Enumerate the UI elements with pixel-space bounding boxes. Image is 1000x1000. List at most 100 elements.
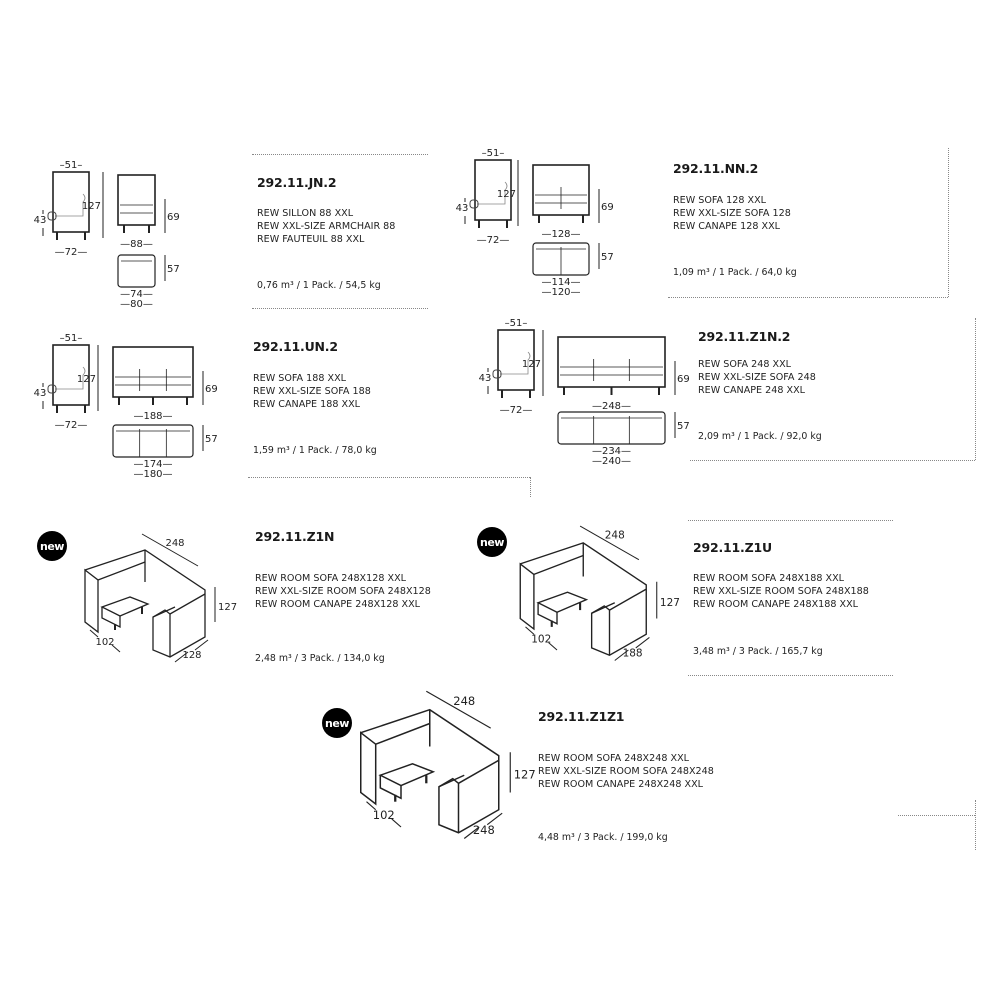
new-badge: new	[37, 531, 67, 561]
room-sofa-outline	[520, 542, 647, 657]
drawing-line	[635, 636, 650, 649]
dimension-label: —114—	[541, 277, 580, 288]
room-sofa-outline	[458, 759, 500, 784]
description-fr: REW CANAPE 248 XXL	[698, 385, 806, 396]
room-sofa-outline	[360, 708, 500, 834]
dimension-label: —174—	[133, 459, 172, 470]
dimension-label: —120—	[541, 287, 580, 298]
description-fr: REW CANAPE 128 XXL	[673, 221, 781, 232]
description-fr: REW ROOM CANAPE 248X128 XXL	[255, 599, 420, 610]
side-seat	[477, 181, 508, 205]
room-sofa-outline	[379, 775, 402, 800]
product-shipping-info: 4,48 m³ / 3 Pack. / 199,0 kg	[538, 832, 668, 843]
side-seat	[500, 351, 531, 375]
drawing-line	[579, 525, 640, 561]
description-en: REW XXL-SIZE ARMCHAIR 88	[257, 221, 396, 232]
dimension-label: –51–	[482, 148, 505, 159]
room-sofa-outline	[591, 605, 611, 656]
front-view	[112, 346, 194, 398]
dimension-label: 248	[165, 538, 184, 549]
product-shipping-info: 3,48 m³ / 3 Pack. / 165,7 kg	[693, 646, 823, 657]
dotted-divider	[948, 148, 949, 297]
dotted-divider	[252, 308, 428, 309]
drawing-line	[366, 801, 377, 811]
dotted-divider	[975, 800, 976, 850]
dimension-label: 248	[605, 530, 625, 542]
product-shipping-info: 1,09 m³ / 1 Pack. / 64,0 kg	[673, 267, 797, 278]
description-fr: REW FAUTEUIL 88 XXL	[257, 234, 365, 245]
dotted-divider	[248, 477, 530, 478]
dimension-label: 102	[531, 634, 551, 646]
drawing-line	[614, 649, 629, 661]
dimension-label: —72—	[500, 405, 533, 416]
dimension-label: 188	[623, 647, 643, 659]
description-en: REW XXL-SIZE ROOM SOFA 248X128	[255, 586, 431, 597]
dotted-divider	[898, 815, 975, 816]
armrest	[492, 369, 502, 379]
dimension-label: 102	[95, 637, 114, 648]
drawing-line	[426, 690, 491, 729]
dimension-label: —72—	[55, 420, 88, 431]
drawing-line	[194, 639, 209, 651]
description-es: REW SOFA 188 XXL	[253, 373, 347, 384]
description-fr: REW ROOM CANAPE 248X248 XXL	[538, 779, 703, 790]
product-code: 292.11.Z1N.2	[698, 329, 791, 344]
dimension-label: 69	[167, 212, 180, 223]
description-es: REW SOFA 128 XXL	[673, 195, 767, 206]
top-view	[117, 254, 156, 288]
drawing-line	[141, 533, 199, 567]
dimension-label: —234—	[592, 446, 631, 457]
room-sofa-outline	[438, 777, 460, 833]
room-sofa-outline	[100, 596, 150, 617]
dimension-label: 127	[514, 768, 536, 782]
dimension-label: 57	[601, 252, 614, 263]
room-sofa-outline	[375, 722, 431, 745]
description-en: REW XXL-SIZE SOFA 128	[673, 208, 791, 219]
dimension-label: 127	[522, 359, 541, 370]
product-description: REW ROOM SOFA 248X188 XXL REW XXL-SIZE R…	[693, 572, 869, 611]
dimension-label: —248—	[592, 401, 631, 412]
drawing-line	[89, 629, 99, 638]
dimension-label: 57	[677, 421, 690, 432]
dotted-divider	[530, 477, 531, 497]
top-view	[112, 424, 194, 458]
dimension-label: —72—	[477, 235, 510, 246]
dimension-label: —80—	[120, 299, 153, 310]
drawing-line	[174, 651, 189, 663]
description-fr: REW ROOM CANAPE 248X188 XXL	[693, 599, 858, 610]
dimension-label: 102	[373, 808, 395, 822]
dimension-label: –51–	[60, 333, 83, 344]
description-es: REW ROOM SOFA 248X128 XXL	[255, 573, 406, 584]
dimension-label: —88—	[120, 239, 153, 250]
dotted-divider	[975, 318, 976, 460]
dimension-label: —74—	[120, 289, 153, 300]
room-sofa-outline	[519, 562, 535, 631]
description-fr: REW CANAPE 188 XXL	[253, 399, 361, 410]
dimension-label: –51–	[505, 318, 528, 329]
dimension-label: 43	[456, 203, 469, 214]
description-es: REW SILLON 88 XXL	[257, 208, 354, 219]
dimension-label: —72—	[55, 247, 88, 258]
dimension-label: —188—	[133, 411, 172, 422]
room-sofa-outline	[378, 762, 436, 787]
product-description: REW SOFA 188 XXL REW XXL-SIZE SOFA 188 R…	[253, 372, 371, 411]
new-badge: new	[322, 708, 352, 738]
dimension-label: 43	[34, 388, 47, 399]
room-sofa-outline	[97, 561, 146, 581]
description-en: REW XXL-SIZE SOFA 248	[698, 372, 816, 383]
dimension-label: 69	[601, 202, 614, 213]
product-code: 292.11.UN.2	[253, 339, 338, 354]
description-es: REW ROOM SOFA 248X248 XXL	[538, 753, 689, 764]
side-view	[52, 171, 90, 233]
side-view	[52, 344, 90, 406]
dimension-label: 127	[497, 189, 516, 200]
dimension-label: 248	[453, 694, 475, 708]
room-sofa-outline	[101, 607, 121, 629]
